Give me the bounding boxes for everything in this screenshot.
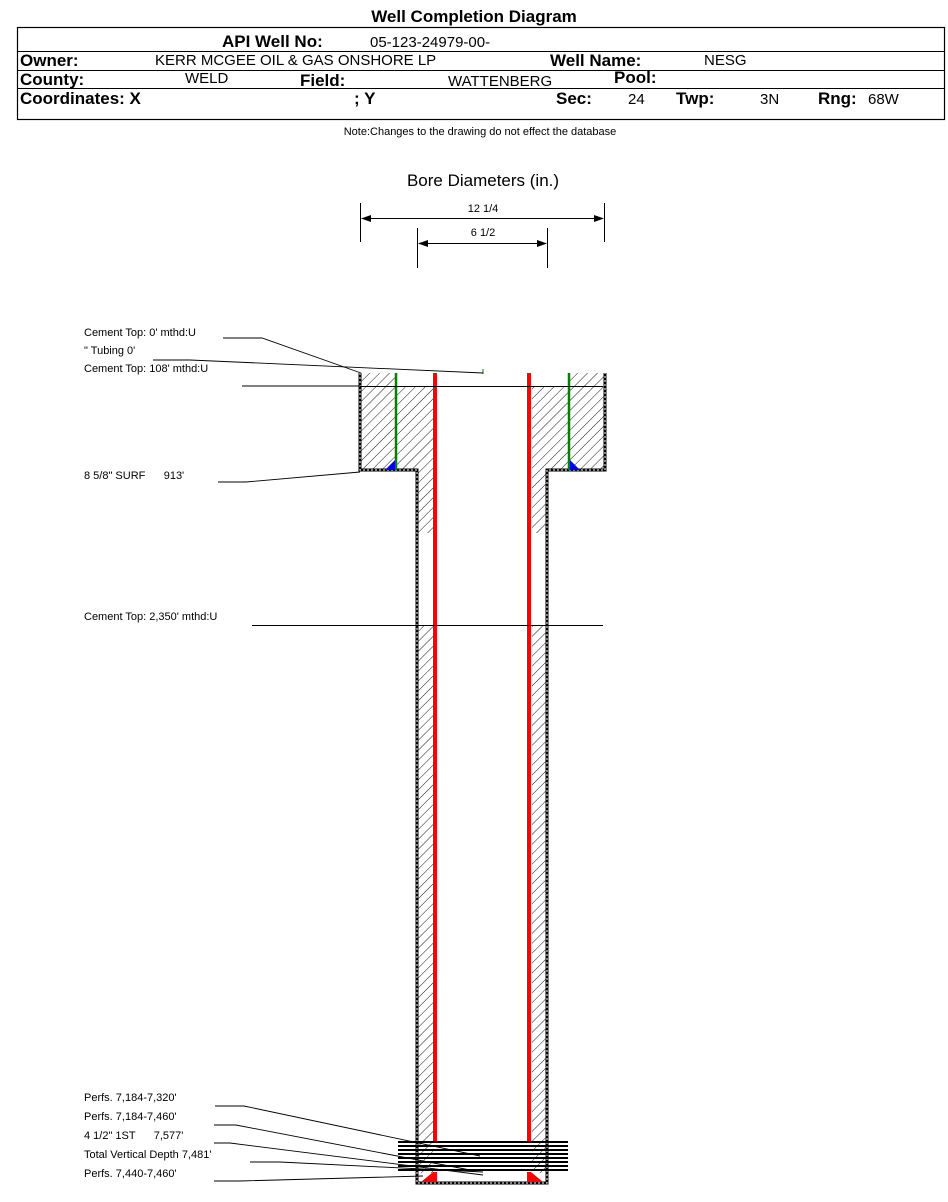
- well-name-label: Well Name:: [550, 51, 641, 70]
- cement: [360, 373, 605, 1173]
- county-value: WELD: [185, 70, 229, 87]
- label-cement-top-0: Cement Top: 0' mthd:U: [84, 327, 196, 339]
- label-surface-casing: 8 5/8" SURF 913': [84, 470, 184, 482]
- api-value: 05-123-24979-00-: [370, 34, 490, 51]
- owner-label: Owner:: [20, 51, 79, 70]
- twp-label: Twp:: [676, 89, 714, 108]
- bore-dimension-lines: [360, 203, 605, 268]
- bore-inner-diameter: 6 1/2: [471, 227, 495, 239]
- diagram-title: Well Completion Diagram: [371, 7, 577, 26]
- twp-value: 3N: [760, 91, 779, 108]
- label-perfs-1: Perfs. 7,184-7,320': [84, 1092, 177, 1104]
- field-value: WATTENBERG: [448, 73, 552, 90]
- bore-diameters-title: Bore Diameters (in.): [407, 171, 559, 190]
- production-casing-right: [527, 373, 531, 1141]
- casing-shoe-right: [531, 1172, 543, 1182]
- production-casing-left: [433, 373, 437, 1141]
- label-perfs-3: Perfs. 7,440-7,460': [84, 1168, 177, 1180]
- rng-value: 68W: [868, 91, 900, 108]
- note-text: Note:Changes to the drawing do not effec…: [344, 126, 617, 138]
- owner-value: KERR MCGEE OIL & GAS ONSHORE LP: [155, 52, 436, 69]
- coordinates-y-label: ; Y: [354, 89, 376, 108]
- well-name-value: NESG: [704, 52, 747, 69]
- header-table: [16, 26, 946, 121]
- coordinates-x-label: Coordinates: X: [20, 89, 142, 108]
- label-cement-top-2350: Cement Top: 2,350' mthd:U: [84, 611, 217, 623]
- rng-label: Rng:: [818, 89, 857, 108]
- label-tubing: " Tubing 0': [84, 345, 135, 357]
- label-perfs-2: Perfs. 7,184-7,460': [84, 1111, 177, 1123]
- surface-shoe-left: [385, 460, 395, 470]
- county-label: County:: [20, 70, 84, 89]
- hole-outline: [358, 373, 607, 1185]
- leader-lines: [153, 337, 484, 1182]
- field-label: Field:: [300, 71, 345, 90]
- label-total-vertical-depth: Total Vertical Depth 7,481': [84, 1149, 211, 1161]
- api-label: API Well No:: [222, 32, 323, 51]
- label-cement-top-108: Cement Top: 108' mthd:U: [84, 363, 208, 375]
- surface-shoe-right: [570, 460, 580, 470]
- sec-value: 24: [628, 91, 645, 108]
- sec-label: Sec:: [556, 89, 592, 108]
- bore-outer-diameter: 12 1/4: [468, 203, 499, 215]
- label-production-casing: 4 1/2" 1ST 7,577': [84, 1130, 183, 1142]
- pool-label: Pool:: [614, 68, 657, 87]
- casing-shoe-left: [421, 1172, 433, 1182]
